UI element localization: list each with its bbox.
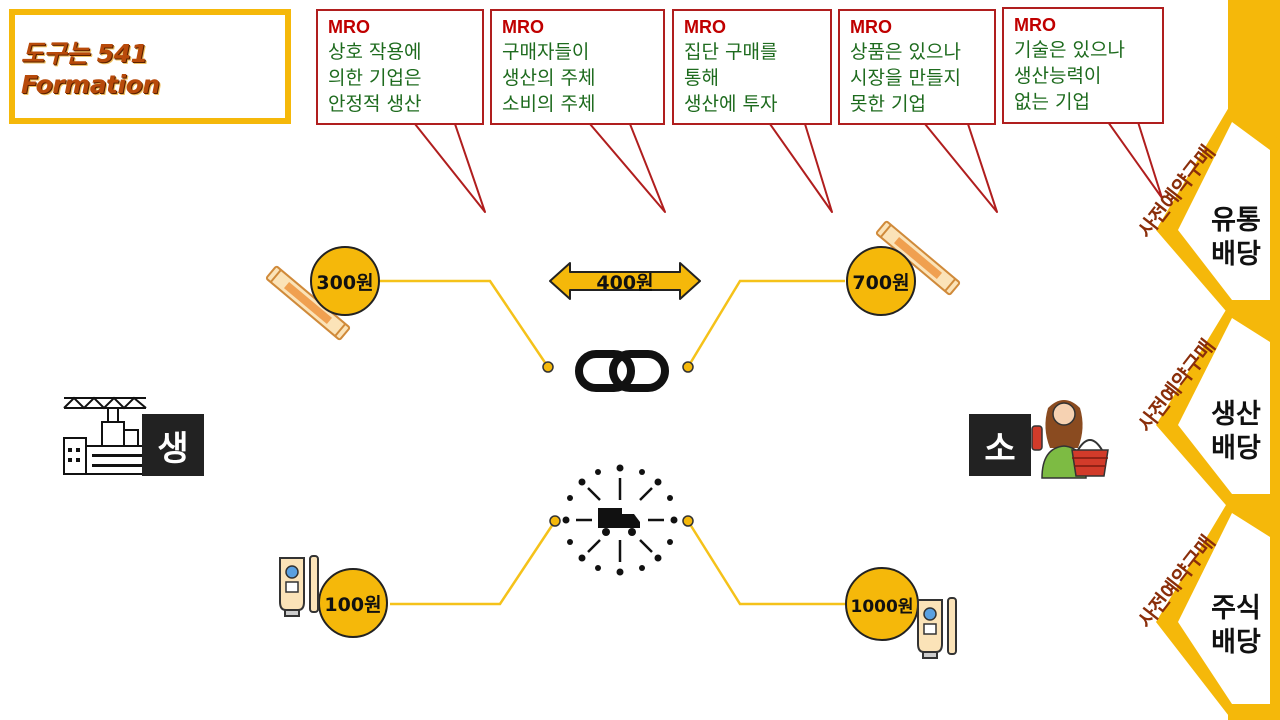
callout-tails [414, 121, 1163, 213]
callout-line: 집단 구매를 [684, 41, 778, 63]
producer-badge-label: 생 [157, 428, 189, 469]
callout-line: 안정적 생산 [328, 93, 422, 115]
tab-distribution-dividend: 유통 배당 [1196, 204, 1276, 272]
price-label: 1000원 [850, 596, 914, 617]
price-top-left: 300원 [310, 246, 380, 316]
toothpaste-tube-icon [279, 555, 319, 617]
consumer-badge: 소 [969, 414, 1031, 476]
tab-label: 배당 [1211, 433, 1261, 464]
callout-line: 생산의 주체 [502, 67, 596, 89]
shopper-icon [1031, 400, 1109, 479]
callout-3: MRO 집단 구매를 통해 생산에 투자 [672, 9, 832, 125]
price-top-middle: 400원 [596, 272, 654, 294]
delivery-truck-icon [562, 464, 678, 576]
tab-stock-dividend: 주식 배당 [1196, 592, 1276, 660]
tab-label: 유통 [1211, 205, 1261, 236]
callout-line: 생산에 투자 [684, 93, 778, 115]
callout-4: MRO 상품은 있으나 시장을 만들지 못한 기업 [838, 9, 996, 125]
price-label: 100원 [324, 593, 382, 616]
callout-tag: MRO [850, 17, 892, 37]
callout-line: 의한 기업은 [328, 67, 422, 89]
callout-line: 시장을 만들지 [850, 67, 961, 89]
title-box: 도구는 541 Formation [9, 9, 291, 124]
side-band [1156, 0, 1280, 720]
callout-line: 통해 [684, 67, 719, 89]
tab-label: 배당 [1211, 239, 1261, 270]
tab-label: 배당 [1211, 627, 1261, 658]
double-arrow [549, 262, 701, 300]
callout-tag: MRO [1014, 15, 1056, 35]
toothpaste-stick-icon [875, 220, 961, 296]
callout-line: 못한 기업 [850, 93, 926, 115]
callout-line: 상호 작용에 [328, 41, 422, 63]
chain-link-icon [575, 350, 669, 392]
price-bottom-right: 1000원 [845, 567, 919, 641]
toothpaste-tube-icon [917, 597, 957, 659]
consumer-badge-label: 소 [984, 428, 1016, 469]
callout-line: 구매자들이 [502, 41, 590, 63]
callout-5: MRO 기술은 있으나 생산능력이 없는 기업 [1002, 7, 1164, 124]
callout-1: MRO 상호 작용에 의한 기업은 안정적 생산 [316, 9, 484, 125]
callout-line: 상품은 있으나 [850, 41, 961, 63]
callout-line: 생산능력이 [1014, 65, 1102, 87]
tab-label: 주식 [1211, 593, 1261, 624]
producer-badge: 생 [142, 414, 204, 476]
callout-tag: MRO [684, 17, 726, 37]
callout-line: 기술은 있으나 [1014, 39, 1125, 61]
page-title: 도구는 541 Formation [21, 39, 160, 99]
callout-tag: MRO [502, 17, 544, 37]
price-bottom-left: 100원 [318, 568, 388, 638]
callout-line: 소비의 주체 [502, 93, 596, 115]
callout-line: 없는 기업 [1014, 91, 1090, 113]
tab-production-dividend: 생산 배당 [1196, 398, 1276, 466]
callout-tag: MRO [328, 17, 370, 37]
callout-2: MRO 구매자들이 생산의 주체 소비의 주체 [490, 9, 665, 125]
price-top-right: 700원 [846, 246, 916, 316]
price-label: 300원 [316, 271, 374, 294]
factory-icon [63, 396, 147, 475]
tab-label: 생산 [1211, 399, 1261, 430]
price-label: 700원 [852, 271, 910, 294]
